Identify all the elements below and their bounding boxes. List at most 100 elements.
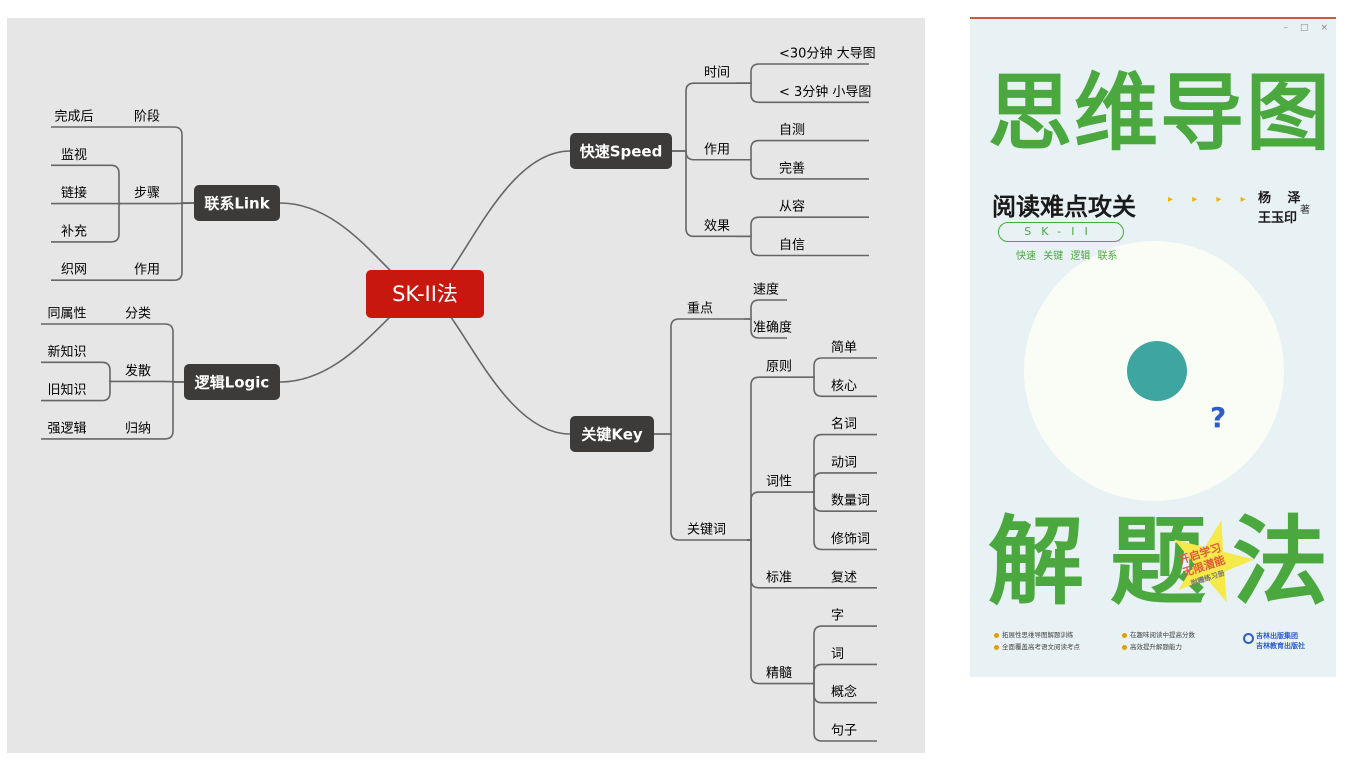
bottom-title-char: 题 xyxy=(1110,506,1206,618)
author-name: 王玉印 xyxy=(1258,211,1298,226)
sub-node-label: 发散 xyxy=(125,363,151,379)
main-topic-label: 逻辑Logic xyxy=(195,374,270,392)
center-topic-label: SK-II法 xyxy=(392,282,458,306)
mind-map-panel: 时间<30分钟 大导图< 3分钟 小导图作用自测完善效果从容自信重点速度准确度关… xyxy=(7,18,925,753)
book-subtitle: 阅读难点攻关 xyxy=(992,193,1136,221)
leaf-node-label: 名词 xyxy=(831,416,857,432)
group-node-label: 词性 xyxy=(766,475,792,490)
sub-node-label: 步骤 xyxy=(134,186,160,201)
branch-connector xyxy=(173,202,194,281)
sub-node-label: 作用 xyxy=(704,142,730,157)
book-title: 思 维 导 图 xyxy=(988,64,1330,162)
author-name: 杨 泽 xyxy=(1258,191,1307,206)
feature-item: 在趣味阅读中提高分数 xyxy=(1122,629,1195,641)
leaf-connector xyxy=(736,63,760,84)
center-topic-box xyxy=(366,270,484,318)
sub-node-label: 阶段 xyxy=(134,110,160,125)
illustration-globe-icon xyxy=(1127,341,1187,401)
main-topic-box xyxy=(570,416,654,452)
leaf-node-label: 织网 xyxy=(61,263,87,278)
leaf-connector xyxy=(101,361,112,383)
leaf-node-label: 修饰词 xyxy=(831,532,870,547)
bullet-icon xyxy=(1122,644,1127,650)
feature-text: 高效提升解题能力 xyxy=(1130,643,1182,651)
leaf-node-label: <30分钟 大导图 xyxy=(779,46,876,62)
leaf-node-label: 完善 xyxy=(779,160,805,176)
sub-node-label: 重点 xyxy=(687,301,713,317)
leaf-node-label: 数量词 xyxy=(831,494,870,509)
window-controls: – □ × xyxy=(1283,23,1328,33)
branch-connector xyxy=(672,150,695,161)
branch-connector xyxy=(672,82,695,152)
feature-list-right: 在趣味阅读中提高分数 高效提升解题能力 xyxy=(1122,629,1195,653)
sub-node-label: 关键词 xyxy=(687,523,726,538)
feature-list-left: 拓展性思维导图解题训练 全面覆盖高考语文阅读考点 xyxy=(994,629,1080,653)
branch-connector xyxy=(654,318,680,435)
main-topic-node[interactable]: 逻辑Logic xyxy=(184,364,280,400)
leaf-connector xyxy=(812,625,823,685)
bullet-icon xyxy=(994,644,999,650)
leaf-connector xyxy=(812,357,823,378)
group-connector xyxy=(747,376,760,541)
maximize-icon[interactable]: □ xyxy=(1299,23,1309,33)
feature-text: 在趣味阅读中提高分数 xyxy=(1130,631,1195,639)
main-topic-node[interactable]: 联系Link xyxy=(194,185,280,221)
leaf-node-label: 速度 xyxy=(753,282,779,298)
main-topic-node[interactable]: 关键Key xyxy=(570,416,654,452)
feature-text: 全面覆盖高考语文阅读考点 xyxy=(1002,643,1080,651)
leaf-node-label: 从容 xyxy=(779,199,805,215)
book-title-char: 图 xyxy=(1246,64,1330,162)
main-topic-node[interactable]: 快速Speed xyxy=(570,133,672,169)
book-cover-window: – □ × 思 维 导 图 阅读难点攻关 ▸ ▸ ▸ ▸ 杨 泽 著 王玉印 S… xyxy=(970,17,1336,677)
bottom-title-char: 法 xyxy=(1232,506,1328,618)
sub-node-label: 效果 xyxy=(704,219,730,234)
bottom-title-char: 解 xyxy=(988,506,1084,618)
main-topic-label: 快速Speed xyxy=(580,143,663,161)
group-connector xyxy=(747,491,760,541)
main-topic-box xyxy=(194,185,280,221)
book-tagline: 快速 关键 逻辑 联系 xyxy=(1016,251,1118,262)
leaf-node-label: 新知识 xyxy=(47,344,86,360)
sub-node-label: 归纳 xyxy=(125,421,151,436)
leaf-node-label: 链接 xyxy=(61,185,87,201)
main-topic-box xyxy=(570,133,672,169)
feature-item: 全面覆盖高考语文阅读考点 xyxy=(994,641,1080,653)
leaf-connector xyxy=(812,663,823,685)
leaf-connector xyxy=(744,318,760,339)
leaf-connector xyxy=(812,491,823,551)
book-bottom-title: 解 题 法 xyxy=(988,514,1328,610)
leaf-node-label: 自信 xyxy=(779,238,805,253)
leaf-node-label: 核心 xyxy=(831,379,857,394)
leaf-connector xyxy=(736,235,760,257)
branch-connector xyxy=(164,381,184,440)
close-icon[interactable]: × xyxy=(1320,23,1328,33)
branch-connector xyxy=(654,433,680,541)
group-node-label: 标准 xyxy=(766,570,792,585)
leaf-connector xyxy=(110,164,121,205)
question-mark-icon: ? xyxy=(1210,401,1227,434)
sub-node-label: 时间 xyxy=(704,66,730,81)
main-topic-box xyxy=(184,364,280,400)
author-note: 著 xyxy=(1300,205,1310,216)
publisher-logo-icon xyxy=(1243,633,1254,644)
publisher: 吉林出版集团 吉林教育出版社 xyxy=(1256,631,1305,651)
main-topic-label: 联系Link xyxy=(204,195,270,213)
leaf-connector xyxy=(744,299,760,320)
leaf-node-label: 字 xyxy=(831,609,844,624)
leaf-node-label: 同属性 xyxy=(47,307,86,322)
leaf-connector xyxy=(812,376,823,398)
leaf-node-label: 补充 xyxy=(61,223,87,239)
leaf-connector xyxy=(110,202,121,243)
group-connector xyxy=(747,539,760,685)
book-title-char: 维 xyxy=(1074,64,1158,162)
branch-connector xyxy=(173,126,194,204)
minimize-icon[interactable]: – xyxy=(1283,23,1288,33)
center-topic-node[interactable]: SK-II法 xyxy=(366,270,484,318)
branch-connector xyxy=(164,323,184,383)
branch-connector xyxy=(672,150,695,238)
leaf-node-label: < 3分钟 小导图 xyxy=(779,84,871,100)
publisher-line: 吉林出版集团 xyxy=(1256,632,1298,640)
leaf-node-label: 完成后 xyxy=(54,110,93,125)
book-title-char: 导 xyxy=(1160,64,1244,162)
leaf-node-label: 词 xyxy=(831,647,844,662)
